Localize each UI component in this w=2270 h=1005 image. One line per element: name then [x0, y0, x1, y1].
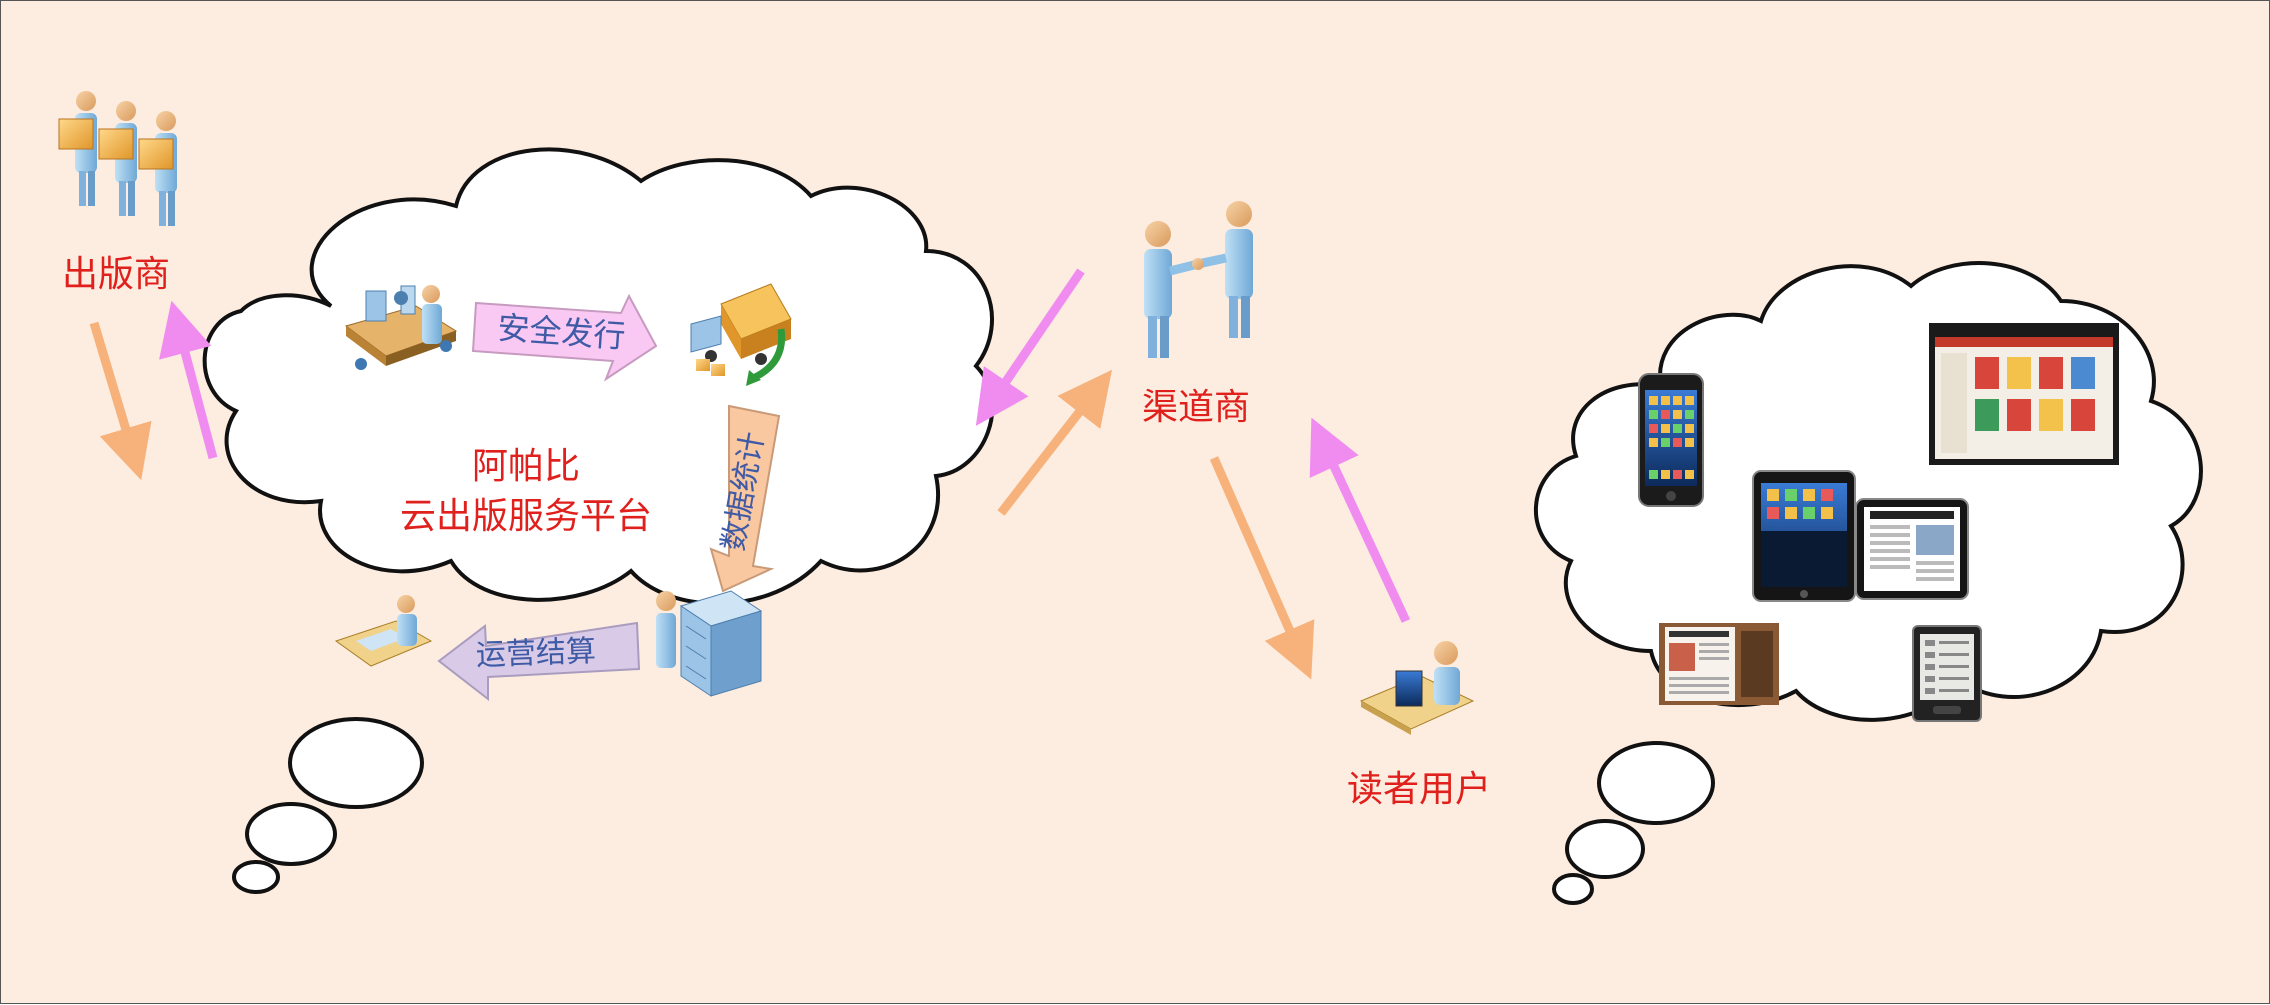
reader-label: 读者用户	[1347, 769, 1491, 810]
arrow-channel-to-platform	[975, 268, 1085, 426]
arrow-channel-to-reader	[1209, 456, 1315, 680]
office-desk-worker-icon	[334, 595, 433, 667]
step-secure-release-label: 安全发行	[496, 309, 626, 356]
step-operation-settlement-label: 运营结算	[475, 634, 596, 673]
people-carrying-boxes-icon	[58, 91, 177, 226]
arrow-reader-to-channel	[1309, 417, 1411, 623]
platform-subtitle: 云出版服务平台	[400, 496, 652, 537]
smartphone-icon	[1638, 373, 1704, 507]
computer-user-icon	[1359, 641, 1475, 735]
arrow-publisher-to-platform	[89, 321, 152, 481]
step-secure-release: 安全发行	[471, 293, 658, 382]
channel-label: 渠道商	[1142, 387, 1250, 428]
arrow-platform-to-channel	[997, 369, 1113, 516]
tablet-icon	[1752, 470, 1856, 602]
delivery-truck-icon	[690, 283, 792, 386]
step-operation-settlement: 运营结算	[437, 621, 641, 702]
e-reader-icon	[1912, 625, 1982, 722]
digital-newspaper-icon	[1659, 623, 1779, 705]
handshake-icon	[1144, 201, 1253, 358]
assembly-line-worker-icon	[344, 285, 458, 370]
platform-thought-cloud	[202, 147, 995, 894]
server-rack-operator-icon	[656, 590, 763, 697]
publisher-label: 出版商	[62, 254, 170, 295]
monitor-bookstore-icon	[1929, 323, 2119, 465]
platform-title: 阿帕比	[472, 446, 580, 487]
tablet-newspaper-icon	[1855, 498, 1969, 600]
arrow-platform-to-publisher	[159, 300, 218, 460]
